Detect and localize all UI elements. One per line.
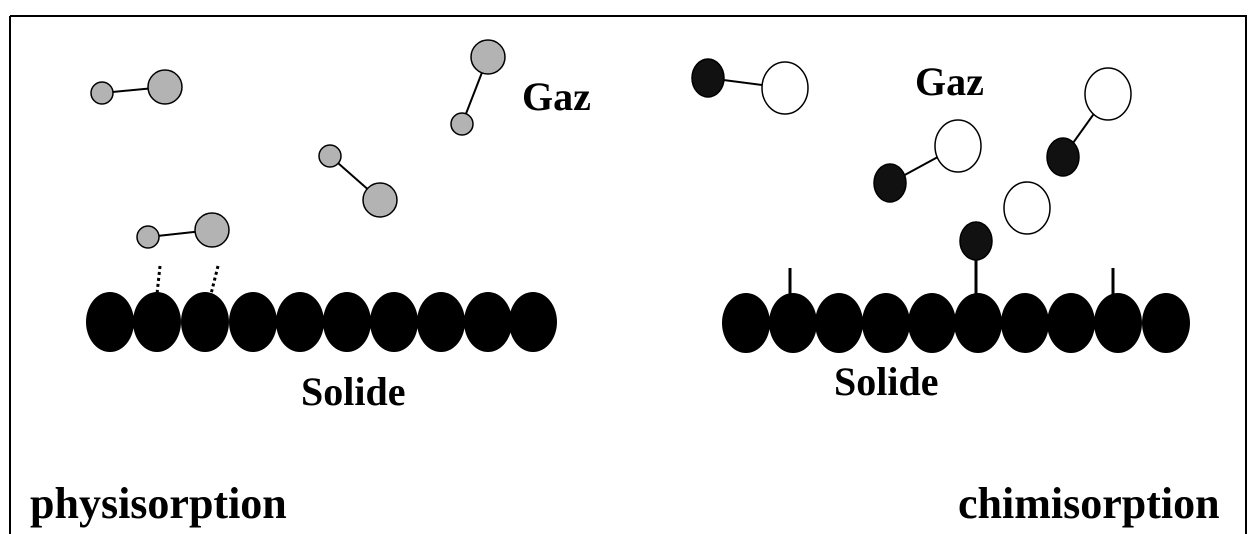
physisorption-label: physisorption [30,479,287,528]
gas-label-left: Gaz [522,74,591,119]
gas-molecule [318,144,398,218]
solid-surface [722,293,1190,353]
dissociated-atom [1003,181,1051,235]
gas-molecule [450,39,506,136]
gas-molecule [691,58,809,115]
van-der-waals-bond [209,265,220,295]
solid-label-left: Solide [301,369,406,414]
frame [9,15,1247,534]
gas-molecule [1046,67,1132,177]
solid-label-right: Solide [834,359,939,404]
gas-molecule [873,119,982,203]
chemisorption-label: chimisorption [958,479,1220,528]
chemisorption-panel [691,58,1190,353]
physisorbed-molecule [136,212,230,295]
solid-surface [86,292,557,352]
gas-molecule [90,69,183,105]
chemisorbed-atom [959,221,993,302]
physisorption-panel [86,39,557,352]
gas-label-right: Gaz [915,59,984,104]
van-der-waals-bond [155,265,162,295]
